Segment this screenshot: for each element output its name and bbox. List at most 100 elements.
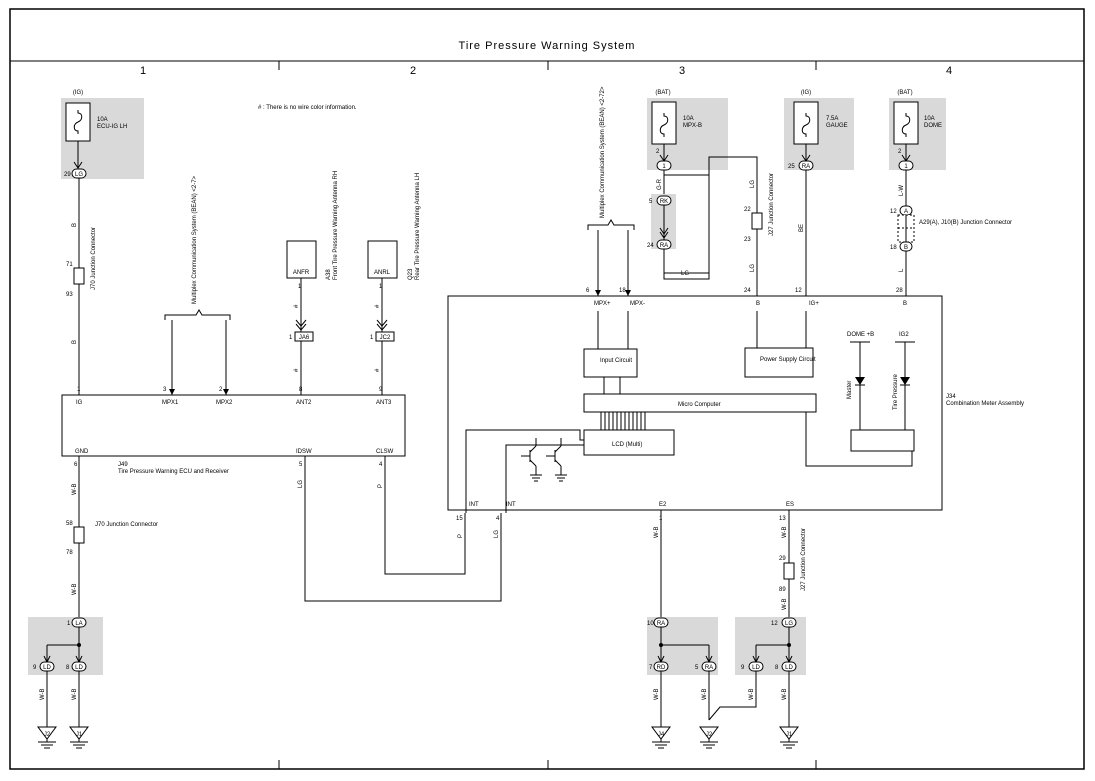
ecu-pin-label: MPX1: [162, 400, 179, 406]
wire-color: LG: [494, 530, 500, 538]
column-number: 3: [679, 65, 685, 77]
ecu-box: [61, 394, 406, 457]
pin-number: 24: [647, 243, 654, 249]
wire-color: LG: [750, 264, 756, 272]
power-supply-label: Power Supply Circuit: [760, 357, 816, 363]
ground-label: J4: [658, 732, 665, 738]
fuse-rating: 10A: [97, 117, 108, 123]
bus-label: Multiplex Communication System (BEAN) <2…: [600, 86, 606, 218]
meter-name: Combination Meter Assembly: [946, 401, 1024, 407]
pin-number: 10: [647, 621, 654, 627]
pin-number: 18: [890, 245, 897, 251]
pin-number: 12: [771, 621, 778, 627]
fuse-name: MPX-B: [683, 123, 702, 129]
ecu-pin-number: 6: [74, 462, 78, 468]
pin-number: 5: [695, 665, 699, 671]
fuse-name: ECU-IG LH: [97, 124, 127, 130]
micro-computer-label: Micro Computer: [678, 402, 721, 408]
ecu-pin-label: MPX2: [216, 400, 233, 406]
meter-pin-label: E2: [659, 502, 667, 508]
ground-label: J1: [786, 732, 793, 738]
antenna-title: Rear Tire Pressure Warning Antenna LH: [415, 173, 421, 280]
wire-color: W-B: [72, 583, 78, 595]
connector-code: LD: [785, 665, 793, 671]
wire-color: LG: [681, 271, 689, 277]
column-number: 1: [140, 65, 146, 77]
wire-color: P: [458, 534, 464, 538]
ecu-pin-label: IG: [76, 400, 83, 406]
meter-pin-label: MPX+: [594, 301, 611, 307]
lcd-label: LCD (Multi): [612, 442, 642, 448]
connector-code: LD: [752, 665, 760, 671]
ecu-pin-label: CLSW: [376, 449, 394, 455]
outer-frame: [9, 8, 1085, 770]
ecu-pin-number: 1: [77, 387, 81, 393]
ig2-label: IG2: [899, 332, 909, 338]
ecu-pin-number: 3: [163, 387, 167, 393]
pin-number: 22: [744, 207, 751, 213]
connector-code: LA: [75, 621, 82, 627]
connector-code: RK: [660, 199, 668, 205]
meter-pin-number: 28: [896, 288, 903, 294]
pin-number: 1: [379, 284, 383, 290]
wire-color: W-B: [72, 688, 78, 700]
meter-pin-label: B: [756, 301, 760, 307]
antenna-label: A38: [326, 269, 332, 280]
dome-b-label: DOME +B: [847, 332, 874, 338]
connector-code: LD: [75, 665, 83, 671]
connector-label: J70 Junction Connector: [95, 522, 158, 528]
wire-color: G-R: [657, 178, 663, 190]
meter-pin-number: 13: [779, 516, 786, 522]
connector-label: J27 Junction Connector: [801, 528, 807, 591]
connector-code: A: [904, 209, 908, 215]
pin-number: 1: [289, 335, 293, 341]
pin-number: 78: [66, 550, 73, 556]
wire-color: W-B: [782, 598, 788, 610]
meter-pin-number: 24: [744, 288, 751, 294]
wire-color: L: [899, 268, 905, 272]
wire-color: W-B: [654, 526, 660, 538]
connector-code: LG: [785, 621, 793, 627]
connector-code: 1: [662, 164, 666, 170]
wire-color: W-B: [40, 688, 46, 700]
wire-color: W-B: [654, 688, 660, 700]
ecu-pin-label: ANT2: [296, 400, 312, 406]
wire-color: W-B: [782, 526, 788, 538]
wire-color: #: [375, 368, 381, 372]
input-circuit-label: Input Circuit: [600, 358, 632, 364]
antenna-title: Front Tire Pressure Warning Antenna RH: [333, 171, 339, 280]
connector-code: JC2: [380, 335, 391, 341]
fuse-supply: (BAT): [655, 90, 670, 96]
fuse-supply: (BAT): [897, 90, 912, 96]
connector-code: RD: [657, 665, 666, 671]
fuse-rating: 7.5A: [826, 116, 838, 122]
meter-pin-number: 6: [586, 288, 590, 294]
antenna-pin: ANRL: [374, 270, 391, 276]
wire-color: W-B: [72, 483, 78, 495]
wire-color: BE: [799, 224, 805, 232]
wire-color: B: [72, 340, 78, 344]
wire-color: W-B: [749, 688, 755, 700]
meter-pin-number: 18: [619, 288, 626, 294]
fuse-rating: 10A: [924, 116, 935, 122]
meter-pin-number: 4: [496, 516, 500, 522]
meter-pin-number: 15: [456, 516, 463, 522]
meter-pin-label: INT: [469, 502, 479, 508]
connector-code: RA: [705, 665, 713, 671]
connector-code: RA: [802, 164, 810, 170]
meter-pin-label: MPX-: [630, 301, 645, 307]
connector-code: LD: [43, 665, 51, 671]
meter-pin-label: B: [903, 301, 907, 307]
meter-pin-label: ES: [786, 502, 794, 508]
column-number: 4: [946, 65, 952, 77]
fuse-rating: 10A: [683, 116, 694, 122]
column-number: 2: [410, 65, 416, 77]
bus-label: Multiplex Communication System (BEAN) <2…: [192, 175, 198, 304]
meter-code: J34: [946, 394, 956, 400]
pin-number: 1: [67, 621, 71, 627]
meter-pin-number: 12: [795, 288, 802, 294]
fuse-supply: (IG): [801, 90, 811, 96]
pin-number: 1: [298, 284, 302, 290]
ground-label: J1: [76, 732, 83, 738]
pin-number: 7: [649, 665, 653, 671]
